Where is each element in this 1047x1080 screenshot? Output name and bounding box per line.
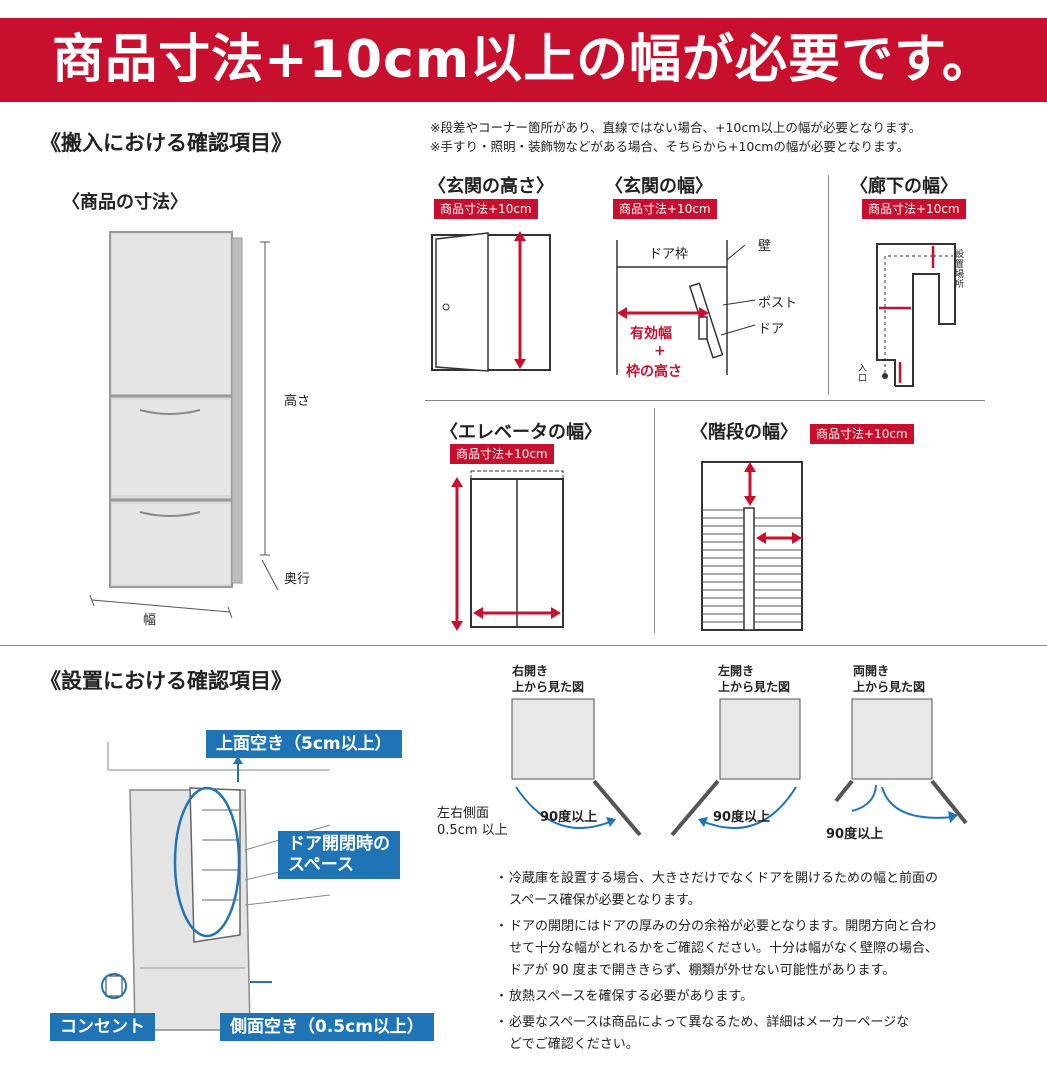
product-dims-title: 〈商品の寸法〉 [62, 192, 188, 213]
plus-label: + [654, 343, 666, 359]
entrance-width-title: 〈玄関の幅〉 [605, 176, 713, 197]
bullet-item: ・ ドアの開閉にはドアの厚みの分の余裕が必要となります。開閉方向と合わ せて十分… [495, 916, 1015, 982]
hallway-illustration [876, 243, 956, 387]
install-title: 《設置における確認項目》 [40, 669, 292, 693]
right-open-caption: 右開き 上から見た図 [512, 663, 584, 695]
right-open-angle: 90度以上 [540, 810, 598, 825]
right-open-diagram [511, 698, 642, 837]
bullet-line: ドアが 90 度まで開ききらず、棚類が外せない可能性があります。 [509, 963, 896, 978]
bullet-mark: ・ [495, 1015, 509, 1030]
bullet-line: 冷蔵庫を設置する場合、大きさだけでなくドアを開けるための幅と前面の [509, 871, 939, 886]
bullet-item: ・ 放熱スペースを確保する必要があります。 [495, 986, 1015, 1008]
double-open-diagram [834, 698, 968, 825]
header-banner [0, 18, 1047, 102]
carry-in-title: 《搬入における確認項目》 [40, 131, 292, 155]
divider [828, 175, 829, 395]
hallway-title: 〈廊下の幅〉 [850, 176, 958, 197]
banner-title: 商品寸法+10cm以上の幅が必要です。 [52, 30, 995, 90]
bullet-mark: ・ [495, 989, 509, 1004]
elevator-title: 〈エレベータの幅〉 [440, 422, 602, 443]
effective-width-label: 有効幅 [630, 326, 672, 342]
bullet-mark: ・ [495, 871, 509, 886]
outlet-label: コンセント [50, 1013, 155, 1041]
bullet-line: 放熱スペースを確保する必要があります。 [509, 989, 754, 1004]
door-space-line-2: スペース [288, 855, 354, 875]
entrance-width-illustration [616, 240, 756, 375]
side-gap-caption: 左右側面 0.5cm 以上 [437, 805, 508, 839]
entrance-label: 入口 [858, 364, 868, 384]
door-frame-label: ドア枠 [649, 247, 689, 262]
left-open-angle: 90度以上 [713, 810, 771, 825]
entrance-height-title: 〈玄関の高さ〉 [428, 176, 554, 197]
height-label: 高さ [284, 394, 311, 409]
left-open-l2: 上から見た図 [718, 680, 791, 694]
double-open-l2: 上から見た図 [853, 680, 926, 694]
bullet-line: 必要なスペースは商品によって異なるため、詳細はメーカーページな [509, 1015, 910, 1030]
side-gap-l2: 0.5cm 以上 [437, 823, 508, 838]
door-space-line-1: ドア開閉時の [288, 834, 390, 854]
depth-label: 奥行 [284, 572, 311, 587]
right-open-l1: 右開き [512, 664, 549, 678]
width-label: 幅 [143, 613, 157, 628]
install-notes: ・ 冷蔵庫を設置する場合、大きさだけでなくドアを開けるための幅と前面の スペース… [495, 868, 1015, 1056]
double-open-caption: 両開き 上から見た図 [853, 663, 925, 695]
bullet-item: ・ 冷蔵庫を設置する場合、大きさだけでなくドアを開けるための幅と前面の スペース… [495, 868, 1015, 912]
entrance-height-illustration [431, 231, 551, 372]
bullet-line: ドアの開閉にはドアの厚みの分の余裕が必要となります。開閉方向と合わ [509, 919, 937, 934]
entrance-width-badge: 商品寸法+10cm [613, 199, 717, 219]
entrance-height-badge: 商品寸法+10cm [434, 199, 538, 219]
door-space-label: ドア開閉時の スペース [278, 831, 400, 879]
left-open-diagram [670, 698, 801, 837]
left-open-l1: 左開き [718, 664, 755, 678]
divider [425, 400, 985, 401]
fridge-install-illustration [101, 742, 331, 1031]
bullet-item: ・ 必要なスペースは商品によって異なるため、詳細はメーカーページな どでご確認く… [495, 1012, 1015, 1056]
double-open-angle: 90度以上 [826, 827, 884, 842]
post-label: ポスト [758, 296, 798, 311]
side-space-label: 側面空き（0.5cm以上） [220, 1013, 434, 1041]
elevator-illustration [451, 470, 564, 631]
elevator-badge: 商品寸法+10cm [450, 444, 554, 464]
stairs-illustration [701, 461, 803, 631]
side-gap-l1: 左右側面 [437, 806, 490, 821]
install-place-label: 設置場所 [955, 250, 965, 290]
bullet-line: どでご確認ください。 [509, 1037, 639, 1052]
frame-height-label: 枠の高さ [626, 364, 682, 380]
door-label: ドア [758, 322, 785, 337]
double-open-l1: 両開き [853, 664, 890, 678]
top-space-label: 上面空き（5cm以上） [206, 730, 402, 758]
left-open-caption: 左開き 上から見た図 [718, 663, 790, 695]
bullet-line: スペース確保が必要となります。 [509, 893, 701, 908]
note-2: ※手すり・照明・装飾物などがある場合、そちらから+10cmの幅が必要となります。 [430, 139, 910, 154]
right-open-l2: 上から見た図 [512, 680, 585, 694]
wall-label: 壁 [758, 239, 772, 254]
stairs-title: 〈階段の幅〉 [690, 422, 798, 443]
bullet-line: せて十分な幅がとれるかをご確認ください。十分は幅がなく壁際の場合、 [509, 941, 939, 956]
bullet-mark: ・ [495, 919, 509, 934]
fridge-dimension-illustration [89, 231, 279, 619]
stairs-badge: 商品寸法+10cm [810, 424, 914, 444]
hallway-badge: 商品寸法+10cm [862, 199, 966, 219]
section-divider [0, 645, 1047, 646]
divider [654, 408, 655, 633]
note-1: ※段差やコーナー箇所があり、直線ではない場合、+10cm以上の幅が必要となります… [430, 120, 922, 135]
